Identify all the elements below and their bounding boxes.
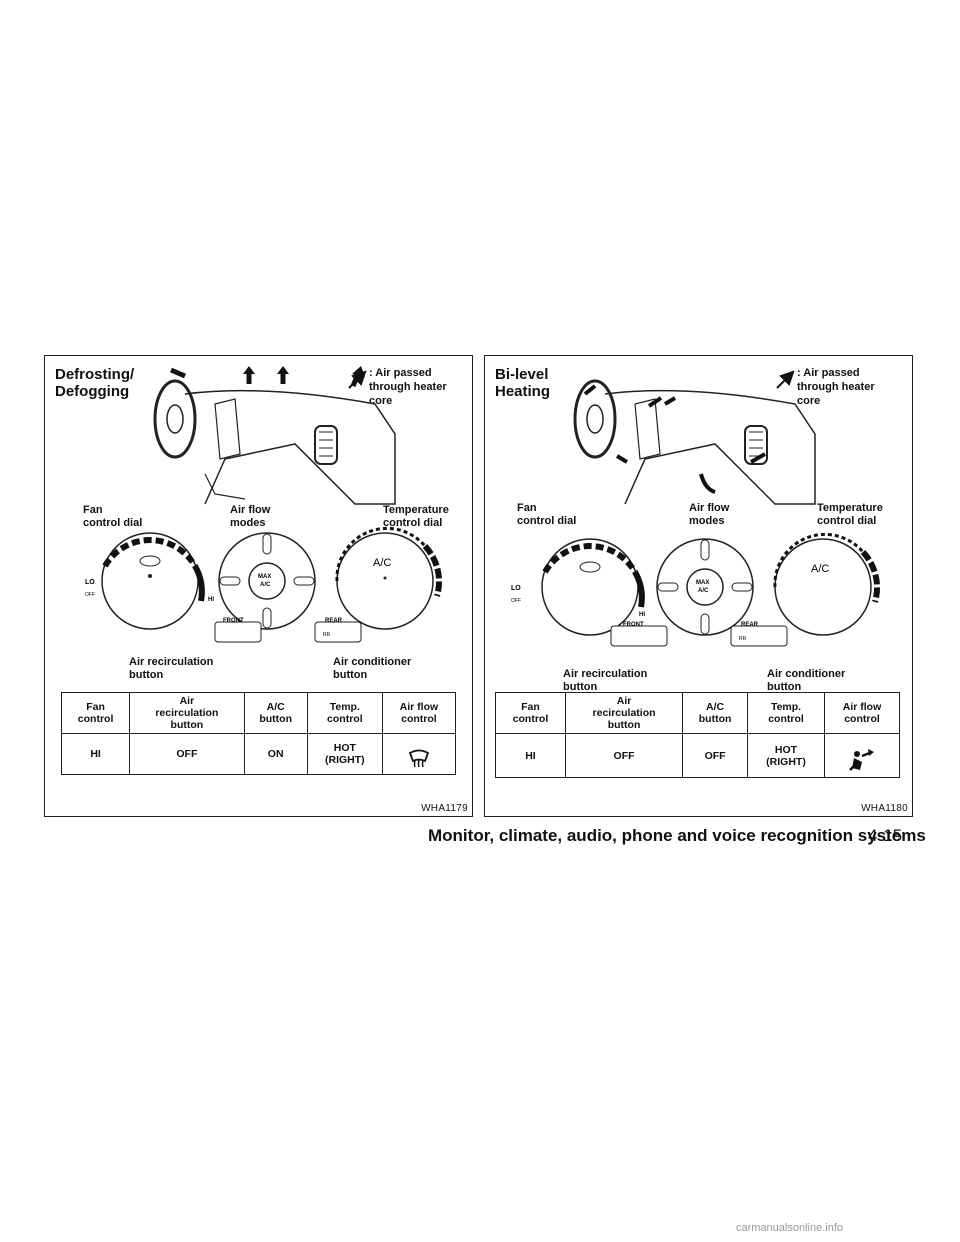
table-cell: HOT (RIGHT) — [747, 733, 825, 778]
table-header: Air recirculation button — [564, 692, 684, 734]
recirc-button-label: Air recirculation button — [563, 668, 648, 693]
table-cell: ON — [243, 733, 308, 775]
svg-text:RR: RR — [739, 636, 747, 642]
temperature-control-dial — [774, 538, 872, 636]
legend-text: : Air passed through heater core — [797, 367, 875, 407]
table-header: A/C button — [243, 692, 308, 734]
table-header: Fan control — [495, 692, 566, 734]
svg-text:REAR: REAR — [325, 618, 343, 624]
defrosting-figure: Defrosting/ Defogging : Air passed throu… — [44, 355, 473, 817]
settings-table: Fan control Air recirculation button A/C… — [495, 692, 900, 778]
svg-text:HI: HI — [639, 612, 645, 618]
figure-title: Defrosting/ Defogging — [55, 366, 135, 400]
temp-dial-label: Temperature control dial — [817, 502, 883, 527]
table-header: Fan control — [60, 692, 131, 734]
front-defrost-button — [610, 625, 668, 647]
ac-mark: A/C — [373, 557, 391, 569]
page-number: 4-15 — [868, 826, 903, 845]
temp-dial-label: Temperature control dial — [383, 504, 449, 529]
air-flow-mode-dial — [218, 532, 316, 630]
table-header: Air recirculation button — [129, 692, 245, 734]
table-cell: OFF — [129, 733, 245, 775]
rear-defrost-button — [730, 625, 788, 647]
recirculation-icon — [579, 561, 601, 573]
lo-mark: LO — [85, 579, 95, 586]
table-header: Temp. control — [306, 692, 383, 734]
table-cell: HI — [495, 733, 566, 778]
rear-defrost-button — [314, 621, 362, 643]
table-row: HI OFF ON HOT (RIGHT) — [60, 733, 457, 775]
bi-level-icon — [849, 749, 874, 771]
recirculation-icon — [139, 555, 161, 567]
watermark[interactable]: carmanualsonline.info — [736, 1222, 844, 1234]
svg-text:MAX: MAX — [258, 574, 271, 580]
defrost-icon — [408, 749, 430, 767]
airflow-arrow-icon — [170, 367, 186, 379]
fan-control-dial — [541, 538, 639, 636]
dashboard-illustration — [153, 366, 396, 505]
svg-text:FRONT: FRONT — [623, 622, 644, 628]
hi-mark: HI — [208, 597, 214, 603]
heater-air-arrow-icon — [776, 370, 795, 389]
svg-text:MAX: MAX — [696, 580, 709, 586]
table-header: Air flow control — [381, 692, 457, 734]
air-flow-modes-label: Air flow modes — [230, 504, 271, 529]
figure-code: WHA1180 — [861, 803, 908, 814]
table-cell: HI — [60, 733, 131, 775]
figure-code: WHA1179 — [421, 803, 468, 814]
table-header-row: Fan control Air recirculation button A/C… — [495, 692, 900, 734]
ac-button-label: Air conditioner button — [333, 656, 412, 681]
svg-text:FRONT: FRONT — [223, 618, 244, 624]
ac-button-label: Air conditioner button — [767, 668, 846, 693]
temperature-control-dial — [336, 532, 434, 630]
svg-text:OFF: OFF — [511, 598, 521, 604]
off-mark: OFF — [85, 592, 95, 598]
recirc-button-label: Air recirculation button — [129, 656, 214, 681]
table-cell — [381, 733, 457, 775]
figure-title: Bi-level Heating — [495, 366, 551, 400]
section-footer: Monitor, climate, audio, phone and voice… — [428, 826, 926, 845]
fan-dial-label: Fan control dial — [517, 502, 577, 527]
svg-text:RR: RR — [323, 632, 331, 638]
table-header: Temp. control — [747, 692, 825, 734]
control-panel-illustration: LO OFF HI MAX A/C A/C FRONT REAR RR — [511, 532, 880, 647]
table-cell: OFF — [564, 733, 684, 778]
table-cell: HOT (RIGHT) — [306, 733, 383, 775]
svg-text:A/C: A/C — [698, 588, 709, 594]
fan-dial-label: Fan control dial — [83, 504, 143, 529]
bi-level-heating-figure: Bi-level Heating : Air passed through he… — [484, 355, 913, 817]
table-row: HI OFF OFF HOT (RIGHT) — [495, 733, 900, 778]
svg-text:A/C: A/C — [260, 582, 271, 588]
settings-table: Fan control Air recirculation button A/C… — [60, 692, 457, 775]
control-panel-illustration: LO OFF HI MAX A/C A/C FRONT REAR RR — [85, 526, 442, 643]
svg-text:LO: LO — [511, 585, 521, 592]
svg-text:A/C: A/C — [811, 563, 829, 575]
table-header-row: Fan control Air recirculation button A/C… — [60, 692, 457, 734]
air-flow-mode-dial — [656, 538, 754, 636]
table-cell: OFF — [682, 733, 749, 778]
table-cell — [824, 733, 900, 778]
dashboard-illustration — [573, 379, 816, 505]
fan-control-dial — [101, 532, 199, 630]
air-flow-modes-label: Air flow modes — [689, 502, 730, 527]
front-defrost-button — [214, 621, 262, 643]
table-header: Air flow control — [824, 692, 900, 734]
svg-text:REAR: REAR — [741, 622, 759, 628]
legend-text: : Air passed through heater core — [369, 367, 447, 407]
table-header: A/C button — [682, 692, 749, 734]
